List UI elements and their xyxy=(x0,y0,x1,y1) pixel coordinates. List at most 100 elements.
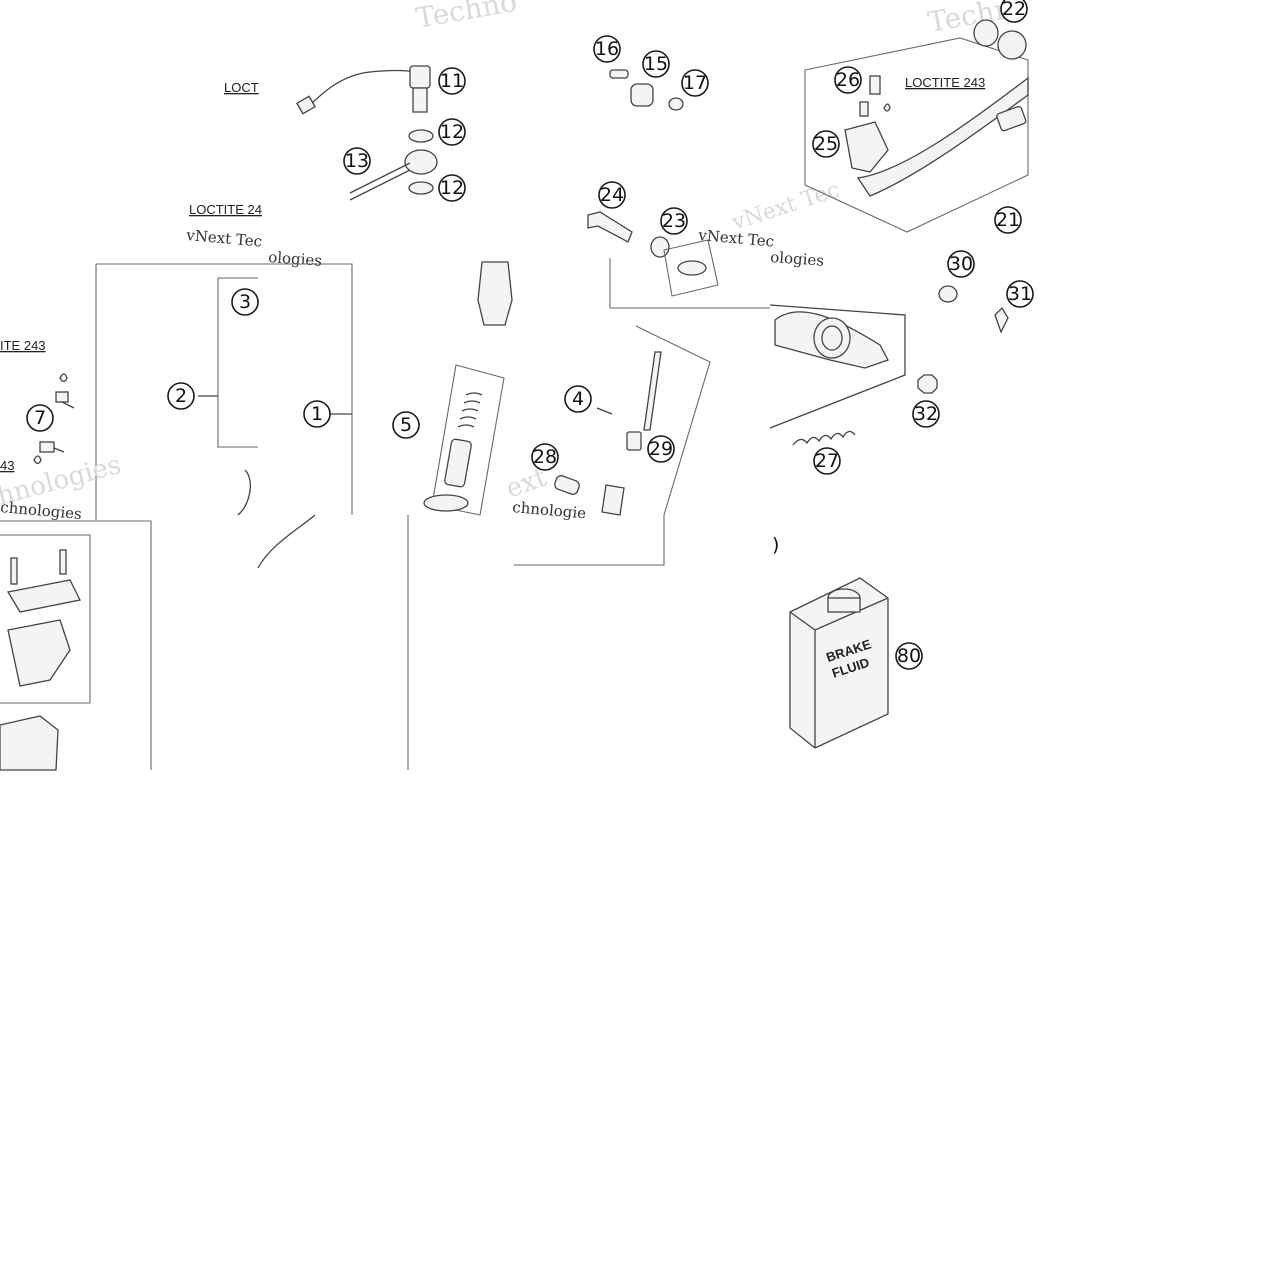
callout-27: 27 xyxy=(813,447,841,475)
washer-icon xyxy=(408,181,434,195)
bushing-icon xyxy=(973,19,999,47)
callout-29: 29 xyxy=(647,435,675,463)
sensor-plug xyxy=(296,95,316,115)
master-cylinder-outline xyxy=(237,469,251,516)
lock-nut-icon xyxy=(626,431,642,451)
callout-17: 17 xyxy=(681,69,709,97)
callout-13: 13 xyxy=(343,147,371,175)
screw-icon xyxy=(59,549,67,575)
svg-text:12: 12 xyxy=(440,177,464,199)
loctite-note: ITE 243 xyxy=(0,338,46,353)
svg-text:11: 11 xyxy=(440,70,464,92)
loctite-note: LOCTITE 24 xyxy=(189,202,262,217)
pivot-hole xyxy=(821,325,843,351)
master-cylinder-outline xyxy=(257,514,316,569)
pedal-frame xyxy=(804,37,1029,233)
callout-31: 31 xyxy=(1006,280,1034,308)
screw-icon xyxy=(859,101,869,117)
brake-light-switch xyxy=(409,65,431,89)
nut-icon xyxy=(668,97,684,111)
callout-25: 25 xyxy=(812,130,840,158)
washer-icon xyxy=(408,129,434,143)
callout-7: 7 xyxy=(26,404,54,432)
frame-line xyxy=(0,534,91,704)
cotter-pin-icon xyxy=(994,306,1009,334)
svg-text:12: 12 xyxy=(440,121,464,143)
loctite-note: LOCT xyxy=(224,80,259,95)
screw-head xyxy=(55,391,69,403)
watermark: ologies xyxy=(268,248,323,270)
callout-28: 28 xyxy=(531,443,559,471)
return-spring xyxy=(792,430,856,446)
svg-text:21: 21 xyxy=(996,209,1020,231)
svg-text:31: 31 xyxy=(1008,283,1032,305)
piston-frame xyxy=(431,364,505,516)
screw-shaft xyxy=(53,447,65,453)
callout-1: 1 xyxy=(303,400,331,428)
callout-30: 30 xyxy=(947,250,975,278)
svg-text:1: 1 xyxy=(311,403,323,425)
svg-text:32: 32 xyxy=(914,403,938,425)
bushing-icon xyxy=(630,83,654,107)
callout-80: 80 xyxy=(895,642,923,670)
svg-text:22: 22 xyxy=(1002,0,1026,20)
callout-2: 2 xyxy=(167,382,195,410)
callout-24: 24 xyxy=(598,181,626,209)
screw-shaft xyxy=(61,401,75,409)
svg-text:4: 4 xyxy=(572,388,584,410)
clevis-pin xyxy=(554,475,580,495)
watermark: vNext Tec xyxy=(697,226,775,251)
loctite-note: LOCTITE 243 xyxy=(905,75,985,90)
bolt-24 xyxy=(587,211,633,243)
svg-text:26: 26 xyxy=(836,69,860,91)
pedal-tip xyxy=(996,105,1027,132)
tile-pivot-spring: ologies 30 31 32 27 xyxy=(770,248,1034,475)
footrest-plate xyxy=(844,121,889,173)
nut-icon xyxy=(917,374,938,394)
callout-15: 15 xyxy=(642,50,670,78)
svg-text:28: 28 xyxy=(533,446,557,468)
svg-text:25: 25 xyxy=(814,133,838,155)
washer-23 xyxy=(650,236,670,258)
pin-icon xyxy=(609,69,629,79)
svg-text:29: 29 xyxy=(649,438,673,460)
screw-icon xyxy=(10,557,18,585)
screw-icon xyxy=(869,75,881,95)
callout-26: 26 xyxy=(834,66,862,94)
watermark: vNext Tec xyxy=(728,178,842,236)
svg-text:27: 27 xyxy=(815,450,839,472)
brake-pedal-arm xyxy=(856,76,1029,197)
piston-spring xyxy=(457,392,483,428)
watermark: Techno xyxy=(413,0,519,35)
svg-text:80: 80 xyxy=(897,645,921,667)
tile-master-cylinder-frame: 3 2 1 xyxy=(95,263,353,569)
rubber-boot xyxy=(677,260,707,276)
callout-22: 22 xyxy=(1000,0,1028,23)
svg-text:23: 23 xyxy=(662,210,686,232)
frame-line xyxy=(217,277,258,448)
reservoir-cap xyxy=(6,579,81,613)
clevis xyxy=(601,484,625,516)
callout-16: 16 xyxy=(593,35,621,63)
sensor-cable xyxy=(304,69,416,111)
loctite-drop-icon xyxy=(33,455,42,465)
washer-icon xyxy=(938,285,958,303)
callout-5: 5 xyxy=(392,411,420,439)
callout-11: 11 xyxy=(438,67,466,95)
cylinder-body xyxy=(477,261,513,326)
bushing-icon xyxy=(997,30,1027,60)
watermark: chnologie xyxy=(512,498,587,522)
tile-brake-pedal: Techno LOCTITE 243 22 26 25 21 xyxy=(804,0,1031,234)
svg-text:16: 16 xyxy=(595,38,619,60)
svg-text:30: 30 xyxy=(949,253,973,275)
callout-32: 32 xyxy=(912,400,940,428)
svg-text:13: 13 xyxy=(345,150,369,172)
svg-text:2: 2 xyxy=(175,385,187,407)
brake-hose xyxy=(349,162,411,201)
svg-text:7: 7 xyxy=(34,407,46,429)
push-rod xyxy=(643,351,662,431)
can-cap xyxy=(827,597,861,613)
svg-text:5: 5 xyxy=(400,414,412,436)
loctite-drop-icon xyxy=(883,103,891,112)
